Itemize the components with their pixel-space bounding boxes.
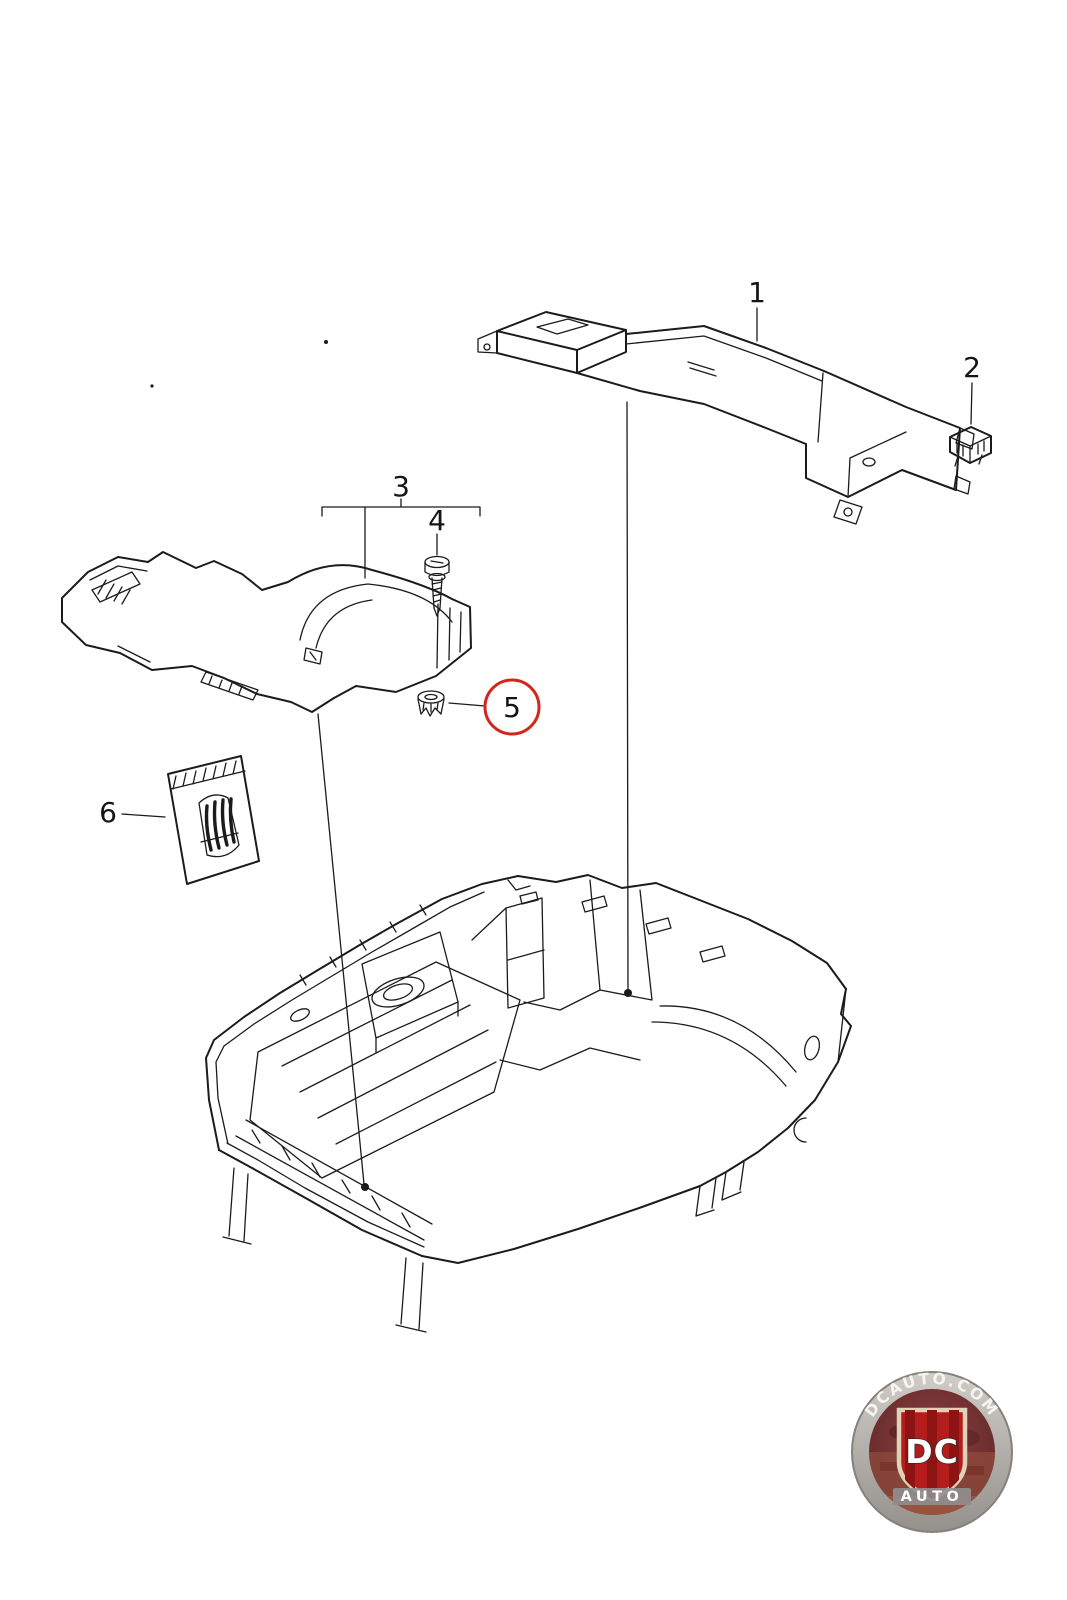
part-2-drawing bbox=[949, 426, 992, 467]
line-art bbox=[61, 307, 992, 1333]
part-labels: 1 2 3 4 5 6 bbox=[99, 276, 981, 829]
dcauto-logo: DCAUTO.COM DC AUTO bbox=[851, 1370, 1013, 1533]
leader-part-6 bbox=[121, 813, 166, 818]
chassis-drawing bbox=[205, 874, 852, 1333]
part-1-drawing bbox=[477, 311, 975, 525]
part-5-highlight-circle bbox=[483, 678, 541, 736]
bracket-part-3 bbox=[321, 498, 481, 517]
callout-lines bbox=[121, 307, 973, 1191]
part-label-1: 1 bbox=[748, 276, 766, 309]
part-label-2: 2 bbox=[963, 351, 981, 384]
logo-auto-band bbox=[893, 1488, 971, 1505]
logo-sub-text: AUTO bbox=[901, 1489, 964, 1505]
part-4-drawing bbox=[424, 555, 450, 617]
part-5-drawing bbox=[417, 690, 445, 717]
part-3-drawing bbox=[61, 551, 472, 713]
leader-part-1-chassis bbox=[626, 401, 629, 991]
stray-dot bbox=[150, 384, 154, 388]
part-label-5: 5 bbox=[503, 691, 521, 724]
leader-dot-1 bbox=[624, 989, 632, 997]
part-label-4: 4 bbox=[428, 504, 446, 537]
leader-part-2 bbox=[970, 382, 973, 425]
leader-part-3-chassis bbox=[317, 713, 365, 1185]
stray-dot bbox=[324, 340, 328, 344]
part-label-6: 6 bbox=[99, 796, 117, 829]
leader-part-5 bbox=[448, 702, 486, 707]
logo-shield-stripes bbox=[905, 1410, 959, 1499]
part-label-3: 3 bbox=[392, 470, 410, 503]
leader-dot-3 bbox=[361, 1183, 369, 1191]
logo-shield-text: DC bbox=[905, 1432, 959, 1471]
part-6-drawing bbox=[167, 755, 260, 885]
